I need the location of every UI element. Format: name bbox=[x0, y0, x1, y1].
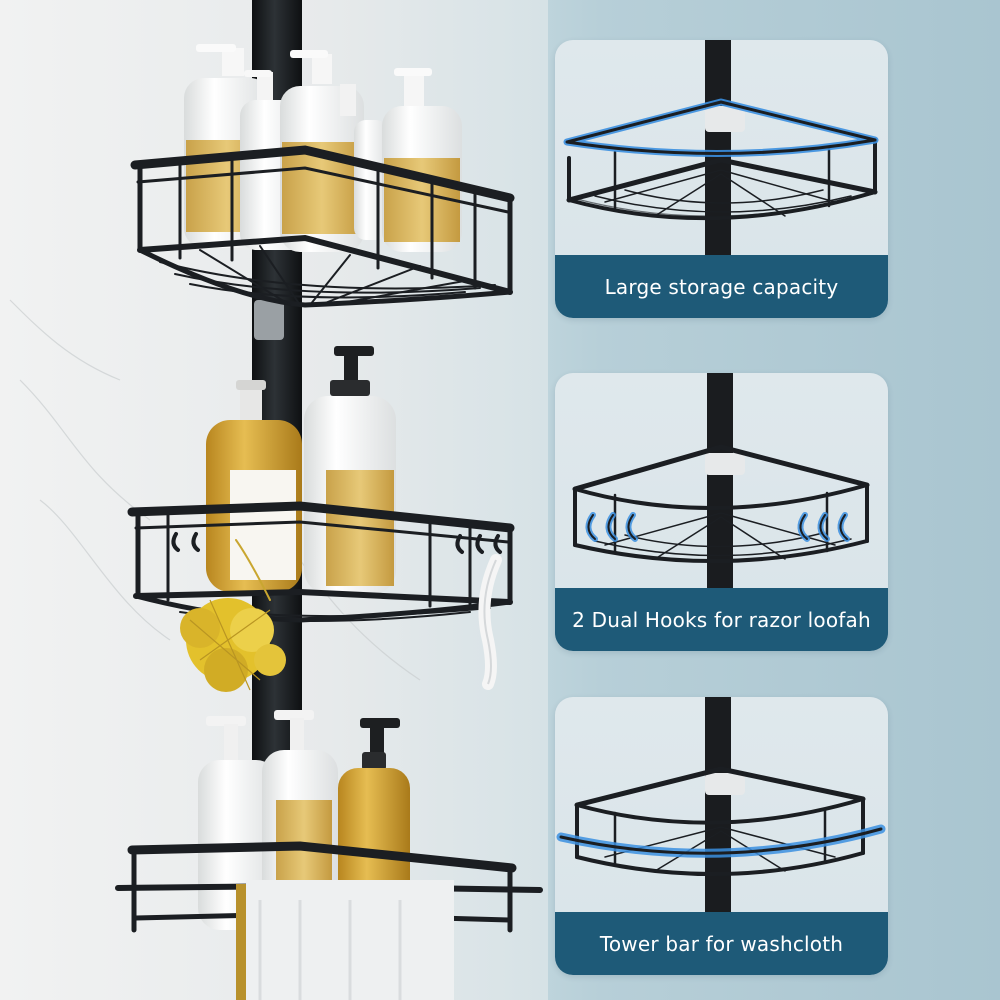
hooks-highlight bbox=[585, 512, 850, 542]
panel-caption: 2 Dual Hooks for razor loofah bbox=[572, 607, 871, 632]
towel bbox=[236, 880, 454, 1000]
storage-basket-illustration bbox=[563, 40, 879, 255]
product-photo bbox=[0, 0, 548, 1000]
caption-bar: 2 Dual Hooks for razor loofah bbox=[555, 588, 888, 651]
caption-bar: Large storage capacity bbox=[555, 255, 888, 318]
top-shelf-bottles bbox=[184, 44, 462, 252]
panel-caption: Large storage capacity bbox=[604, 274, 839, 299]
feature-panel-towel-bar: Tower bar for washcloth bbox=[555, 697, 888, 975]
feature-panel-storage: Large storage capacity bbox=[555, 40, 888, 318]
top-shelf-basket bbox=[130, 145, 515, 308]
towel-bar-basket-illustration bbox=[556, 697, 886, 912]
razor bbox=[478, 554, 502, 690]
front-rail-highlight bbox=[563, 98, 879, 157]
panel-caption: Tower bar for washcloth bbox=[599, 931, 844, 956]
towel-bar-highlight bbox=[556, 824, 886, 858]
caption-bar: Tower bar for washcloth bbox=[555, 912, 888, 975]
hooks-basket-illustration bbox=[572, 373, 870, 588]
middle-shelf-bottles bbox=[206, 346, 396, 594]
loofah bbox=[180, 598, 286, 692]
shower-caddy-illustration bbox=[0, 0, 548, 1000]
feature-panel-hooks: 2 Dual Hooks for razor loofah bbox=[555, 373, 888, 651]
middle-shelf-basket bbox=[127, 501, 515, 623]
